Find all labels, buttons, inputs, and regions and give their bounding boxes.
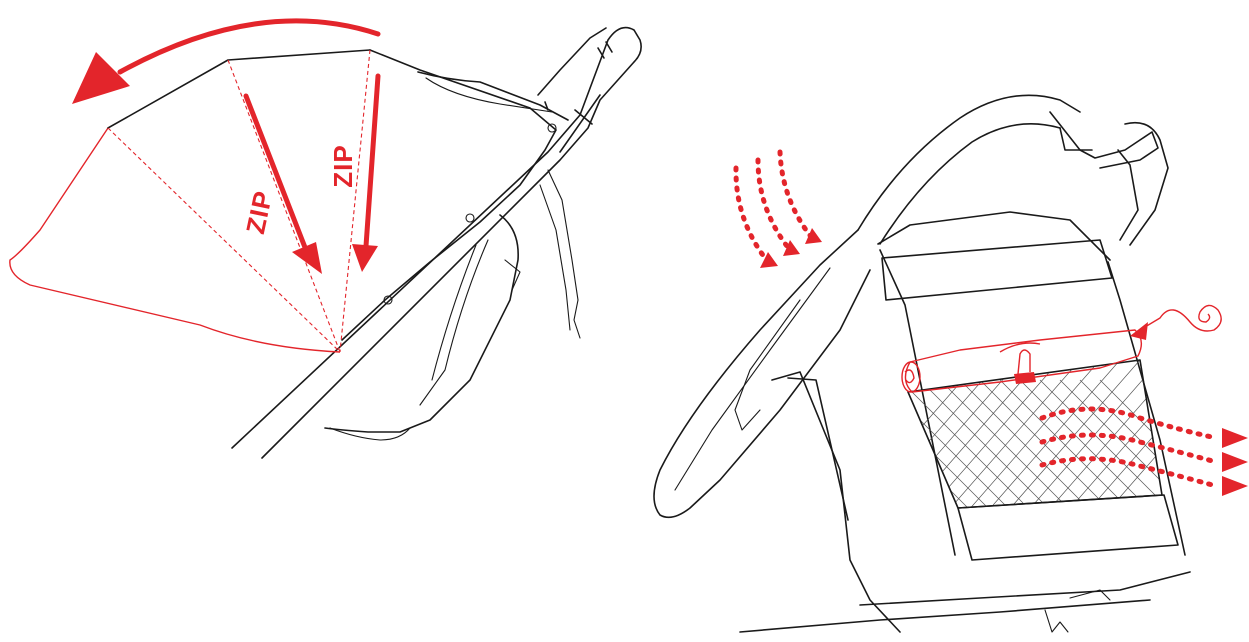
mesh-ventilation-panel <box>820 360 1240 520</box>
canopy-extension-panel <box>10 50 370 352</box>
rolled-cover-panel <box>902 330 1141 392</box>
left-panel-canopy-extension: ZIP ZIP <box>10 21 641 458</box>
right-panel-seat-ventilation <box>654 95 1248 632</box>
stroller-frame-left <box>232 28 641 458</box>
zip-down-arrow-icon <box>246 96 322 274</box>
mesh-pattern <box>820 360 1240 520</box>
airflow-in-icon <box>736 152 822 268</box>
zip-label: ZIP <box>328 144 358 187</box>
roll-up-spiral-icon <box>1130 305 1221 340</box>
zip-label: ZIP <box>240 188 278 237</box>
